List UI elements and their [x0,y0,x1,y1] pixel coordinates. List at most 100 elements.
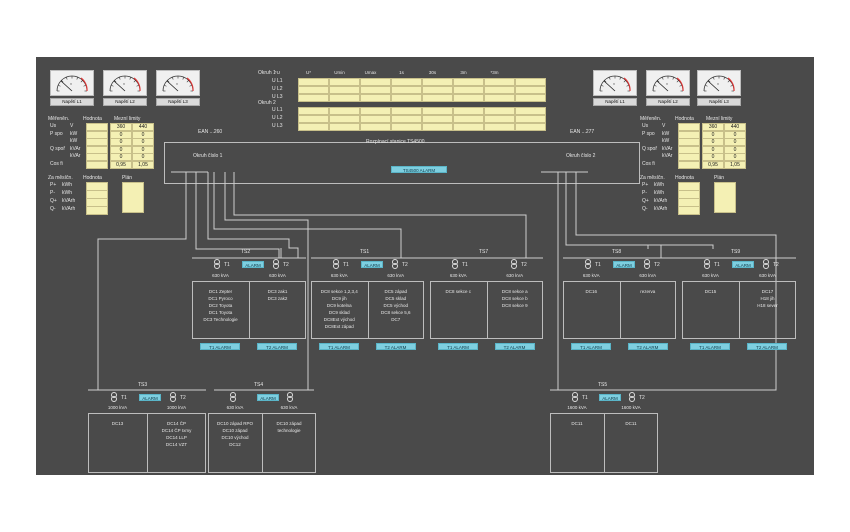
voltage-cell [391,78,422,86]
voltage-cell [453,86,484,94]
voltage-gauge: V Napětí L1 [593,70,637,106]
plan-unit: kWh [62,190,72,196]
gauge-label: Napětí L1 [50,98,94,106]
kva-1: 630 kVA [449,273,467,278]
kva-2: 630 kVA [387,273,405,278]
header-name: Měřeněn. [48,116,70,122]
plan-header-name: Za měsíčn. [640,175,665,181]
limit-low: 0,95 [110,160,132,169]
gauge-face: V [697,70,741,96]
feeder-list-1: DC15 [704,289,717,294]
t1-alarm[interactable]: T1 ALARM [438,343,478,350]
station-divider [262,413,263,473]
measure-unit: kVAr [70,145,81,152]
t2-alarm[interactable]: T2 ALARM [627,343,668,350]
voltage-cell [360,94,391,102]
station-alarm[interactable]: ALARM [599,394,621,401]
kva-2: 630 kVA [280,405,298,410]
measure-unit: V [662,123,666,129]
station-alarm[interactable]: ALARM [242,261,264,268]
main-station-alarm[interactable]: TS4500 ALARM [391,166,447,173]
station-alarm[interactable]: ALARM [139,394,161,401]
station-alarm[interactable]: ALARM [257,394,279,401]
measure-value [678,160,700,169]
transformer-label: T1 [714,262,720,268]
voltage-cell [422,115,453,123]
circuit1-label: Okruh číslo 1 [193,153,223,159]
t2-alarm[interactable]: T2 ALARM [494,343,535,350]
column-header: 3m [460,70,467,75]
limit-low: 0,95 [702,160,724,169]
voltage-cell [484,107,515,115]
gauge-face: V [103,70,147,96]
kva-2: 630 kVA [759,273,776,278]
voltage-cell [391,94,422,102]
column-header: *3m [490,70,499,75]
gauge-label: Napětí L2 [103,98,147,106]
transformer-icon [571,392,579,404]
wiring [88,171,796,391]
station-alarm[interactable]: ALARM [613,261,635,268]
station-name: TS4 [254,382,264,388]
measure-name: Q spoř [50,145,66,152]
gauge-face: V [50,70,94,96]
voltage-cell [329,86,360,94]
phase-row-label: U L3 [272,123,283,129]
kva-2: 630 kVA [269,273,286,278]
t2-alarm[interactable]: T2 ALARM [257,343,297,350]
transformer-icon [286,392,294,404]
ean-left: EAN ...260 [198,129,223,135]
kva-1: 630 kVA [226,405,244,410]
gauge-dial-icon: V [109,75,141,92]
measure-unit: kW [662,138,670,144]
t2-alarm[interactable]: T2 ALARM [375,343,416,350]
t1-alarm[interactable]: T1 ALARM [690,343,730,350]
station-alarm[interactable]: ALARM [732,261,754,268]
header-value: Hodnota [83,116,102,122]
transformer-label: T1 [121,395,127,401]
t1-alarm[interactable]: T1 ALARM [319,343,359,350]
voltage-cell [422,78,453,86]
voltage-cell [391,123,422,131]
gauge-face: V [593,70,637,96]
column-header: Umax [364,70,377,75]
transformer-label: T2 [402,262,408,268]
phase-row-label: U L2 [272,86,283,92]
plan-unit: kWh [654,190,664,196]
voltage-gauge: V Napětí L1 [50,70,94,106]
station-name: TS5 [598,382,608,388]
plan-header-plan: Plán [714,175,725,181]
plan-name: Q+ [642,198,649,204]
measure-unit: kW [70,138,78,144]
kva-1: 630 kVA [702,273,719,278]
station-divider [486,281,488,339]
column-header: Umin [334,70,345,75]
phase-row-label: U L2 [272,115,283,121]
svg-text:V: V [176,82,178,86]
feeder-list-2: DC14 ČP DC14 ČP Ixmy DC14 LLP DC14 VZT [161,421,192,447]
gauge-label: Napětí L2 [646,98,690,106]
measure-name: P spo [642,130,655,137]
station-alarm[interactable]: ALARM [361,261,383,268]
t1-alarm[interactable]: T1 ALARM [200,343,240,350]
voltage-cell [360,115,391,123]
feeder-list-1: DC10 západ RPO DC10 západ DC10 východ DC… [216,421,254,447]
measure-name: Us [50,123,57,129]
station-divider [619,281,621,339]
voltage-cell [453,78,484,86]
feeder-list-2: DC10 západ technologie [276,421,302,433]
voltage-cell [298,115,329,123]
kva-2: 630 kVA [639,273,657,278]
voltage-cell [484,94,515,102]
gauge-face: V [646,70,690,96]
plan-header-plan: Plán [122,175,133,181]
t1-alarm[interactable]: T1 ALARM [571,343,611,350]
plan-name: Q- [50,206,56,212]
t2-alarm[interactable]: T2 ALARM [747,343,787,350]
feeder-list-1: DC16 [585,289,597,294]
phase-row-label: U L3 [272,94,283,100]
plan-unit: kVArh [654,198,668,204]
transformer-icon [229,392,237,404]
station-divider [604,413,605,473]
feeder-list-1: DC11 [571,421,583,426]
